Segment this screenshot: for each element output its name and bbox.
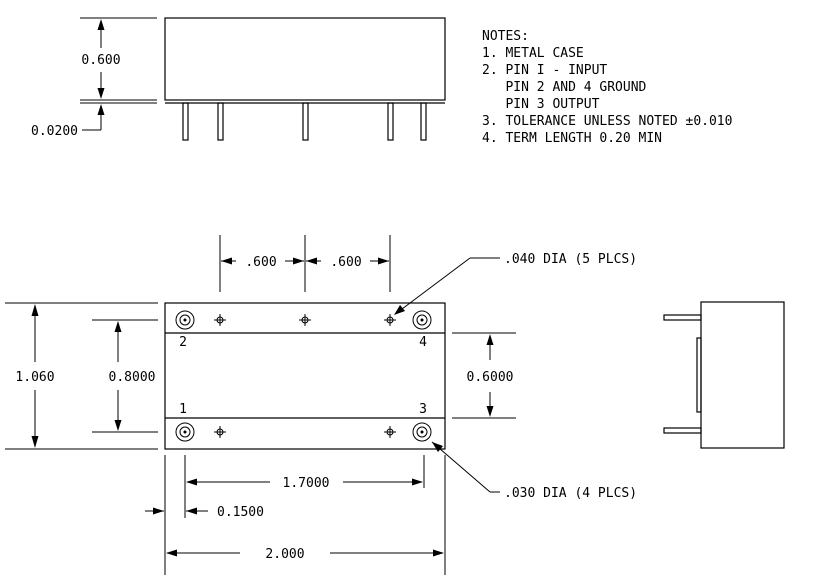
inner-spacing-dimension: 0.6000: [452, 332, 516, 419]
overall-length-dimension: 2.000: [166, 455, 446, 575]
hole: [384, 426, 396, 438]
end-pin: [663, 427, 702, 434]
hole: [214, 314, 226, 326]
top-view: 2 4 1 3 .600 .600 .040 DIA (5 PLCS): [5, 235, 637, 575]
note-line: 2. PIN I - INPUT: [482, 63, 607, 78]
pin: [175, 310, 195, 330]
side-pins: [182, 102, 427, 141]
note-line: 3. TOLERANCE UNLESS NOTED ±0.010: [482, 114, 732, 129]
hole: [214, 426, 226, 438]
note-line: PIN 2 AND 4 GROUND: [482, 80, 647, 95]
end-pin: [663, 314, 702, 321]
pitch-dimension: .600 .600: [219, 235, 391, 292]
notes-heading: NOTES:: [482, 29, 529, 44]
pin-label: 1: [179, 402, 187, 417]
height-dimension: 0.600: [81, 19, 121, 99]
pin-callout-label: .030 DIA (4 PLCS): [504, 486, 637, 501]
side-view: 0.600 0.0200: [31, 17, 446, 141]
notes-block: NOTES: 1. METAL CASE 2. PIN I - INPUT PI…: [482, 29, 732, 146]
case-body-end: [700, 301, 785, 449]
note-line: PIN 3 OUTPUT: [482, 97, 600, 112]
pin: [412, 422, 432, 442]
pin-label: 2: [179, 335, 187, 350]
side-pin: [420, 102, 427, 141]
end-tab: [696, 337, 702, 413]
note-line: 4. TERM LENGTH 0.20 MIN: [482, 131, 662, 146]
pin: [412, 310, 432, 330]
pin-span-label: 1.7000: [283, 476, 330, 491]
edge-offset-label: 0.1500: [217, 505, 264, 520]
side-pin: [217, 102, 224, 141]
pin-row-spacing-dimension: 0.8000: [92, 319, 158, 433]
overall-height-dimension: 1.060: [5, 302, 158, 450]
height-label: 0.600: [81, 53, 120, 68]
pitch-right-label: .600: [330, 255, 361, 270]
case-outline-top: [164, 302, 446, 450]
pin: [175, 422, 195, 442]
hole-callout-label: .040 DIA (5 PLCS): [504, 252, 637, 267]
side-pin: [387, 102, 394, 141]
standoff-dimension: 0.0200: [31, 104, 105, 139]
hole-callout: .040 DIA (5 PLCS): [394, 252, 637, 315]
pin-label: 3: [419, 402, 427, 417]
pitch-left-label: .600: [245, 255, 276, 270]
edge-offset-dimension: 0.1500: [145, 455, 264, 575]
pin-span-dimension: 1.7000: [184, 455, 425, 518]
note-line: 1. METAL CASE: [482, 46, 584, 61]
hole: [299, 314, 311, 326]
standoff-label: 0.0200: [31, 124, 78, 139]
pin-label: 4: [419, 335, 427, 350]
side-pin: [182, 102, 189, 141]
pin-callout: .030 DIA (4 PLCS): [431, 441, 637, 501]
case-body-side: [164, 17, 446, 101]
side-pin: [302, 102, 309, 141]
inner-spacing-label: 0.6000: [467, 370, 514, 385]
overall-height-label: 1.060: [15, 370, 54, 385]
hole: [384, 314, 396, 326]
overall-length-label: 2.000: [265, 547, 304, 562]
pin-row-spacing-label: 0.8000: [109, 370, 156, 385]
end-view: [663, 301, 785, 449]
